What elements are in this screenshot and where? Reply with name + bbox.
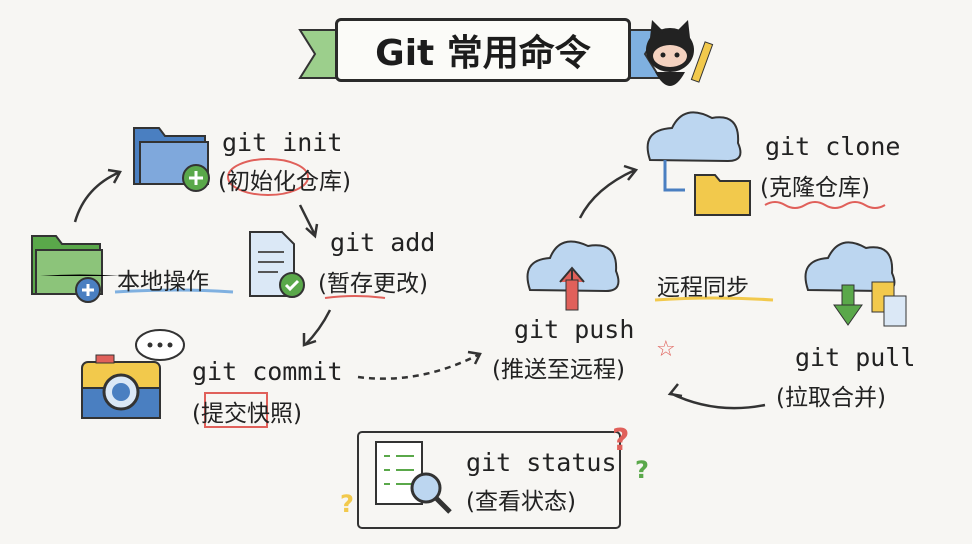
git-init-description: (初始化仓库): [218, 169, 351, 195]
remote-sync-label: 远程同步: [657, 275, 749, 301]
git-clone-command: git clone: [765, 132, 901, 161]
git-status-command: git status: [466, 448, 617, 477]
git-clone-description: (克隆仓库): [760, 175, 870, 201]
git-commit-description: (提交快照): [192, 401, 302, 427]
git-push-description: (推送至远程): [492, 357, 625, 383]
git-pull-description: (拉取合并): [776, 385, 886, 411]
question-mark-icon: ?: [340, 490, 354, 518]
local-operations-label: 本地操作: [117, 269, 209, 295]
cloud-clone-icon: [646, 111, 751, 216]
page-title: Git 常用命令: [335, 18, 631, 82]
checklist-magnifier-icon: [375, 441, 452, 514]
folder-plus-icon: [133, 127, 210, 192]
git-status-description: (查看状态): [466, 489, 576, 515]
question-mark-icon: ?: [635, 456, 649, 484]
speech-bubble-icon: [135, 329, 185, 361]
cloud-download-icon: [804, 241, 907, 327]
git-init-command: git init: [222, 128, 343, 157]
cloud-upload-icon: [526, 240, 620, 311]
highlight-box: [204, 392, 268, 428]
star-icon: ☆: [656, 337, 676, 362]
git-commit-command: git commit: [192, 357, 343, 386]
status-box: [357, 431, 621, 529]
question-mark-icon: ?: [612, 423, 629, 458]
git-pull-command: git pull: [795, 343, 916, 372]
highlight-circle: [227, 158, 309, 196]
git-add-description: (暂存更改): [318, 271, 428, 297]
git-push-command: git push: [514, 315, 635, 344]
git-add-command: git add: [330, 228, 436, 257]
octocat-mascot-icon: [646, 20, 714, 86]
flow-arrows: [73, 164, 766, 410]
staged-document-icon: [249, 231, 305, 298]
camera-icon: [81, 354, 161, 419]
local-folder-icon: [31, 235, 103, 303]
